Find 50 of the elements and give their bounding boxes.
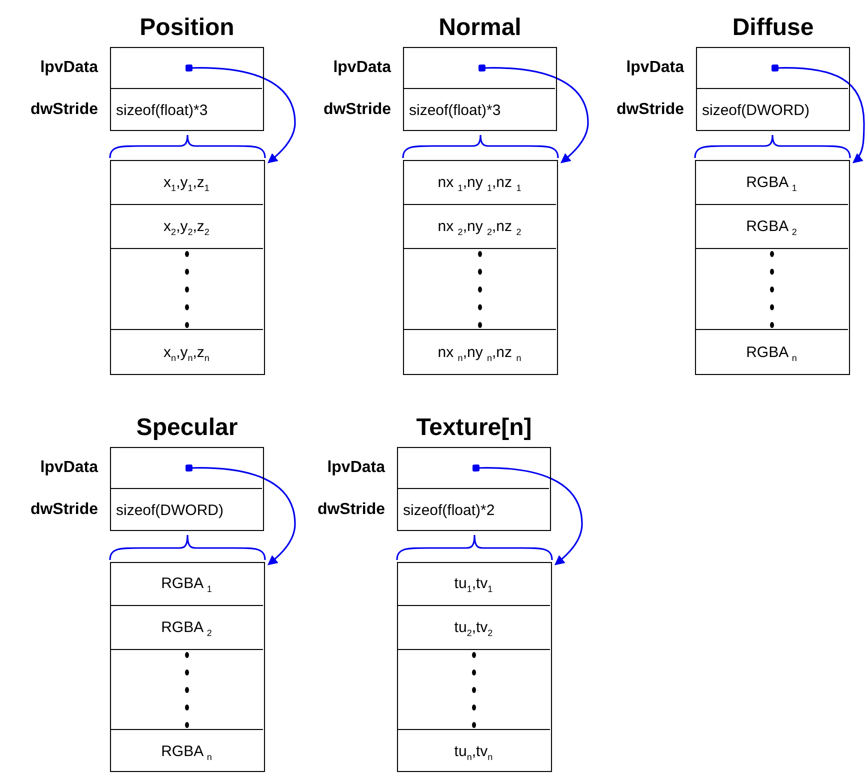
field-label: dwStride [616, 101, 684, 119]
cell-text: RGBA $_{2}$ [161, 619, 212, 636]
cell-text: x$_{n}$,y$_{n}$,z$_{n}$ [164, 344, 210, 361]
cell-text: sizeof(float)*3 [409, 102, 501, 118]
cell-text: sizeof(float)*2 [403, 502, 495, 518]
cell-text: RGBA $_{n}$ [746, 344, 797, 361]
column-heading: Normal [438, 14, 522, 42]
array-box [110, 160, 265, 375]
cell-text: tu$_{2}$,tv$_{2}$ [454, 619, 493, 636]
pointer-arrow [771, 64, 865, 164]
field-label: lpvData [327, 458, 385, 476]
cell-text: RGBA $_{n}$ [161, 742, 212, 760]
array-box [403, 160, 558, 375]
ellipsis-row [403, 249, 556, 330]
cell-text: nx $_{1}$,ny $_{1}$,nz $_{1}$ [438, 174, 522, 190]
pointer-arrow [185, 64, 296, 164]
column-heading: Specular [136, 414, 238, 442]
field-label: dwStride [30, 101, 98, 119]
ellipsis-row [695, 249, 848, 330]
cell-text: sizeof(DWORD) [702, 102, 810, 118]
cell-text: x$_{1}$,y$_{1}$,z$_{1}$ [164, 174, 210, 190]
column-heading: Texture[n] [416, 414, 532, 442]
field-label: lpvData [40, 458, 98, 476]
cell-text: nx $_{n}$,ny $_{n}$,nz $_{n}$ [438, 344, 522, 361]
ellipsis-row [110, 249, 263, 330]
cell-text: tu$_{1}$,tv$_{1}$ [454, 575, 493, 592]
field-label: dwStride [317, 501, 385, 519]
cell-text: nx $_{2}$,ny $_{2}$,nz $_{2}$ [438, 218, 522, 235]
pointer-arrow [472, 464, 583, 566]
cell-text: RGBA $_{2}$ [746, 218, 797, 235]
column-heading: Diffuse [732, 14, 814, 42]
pointer-arrow [185, 464, 296, 566]
array-box [397, 562, 552, 772]
field-label: dwStride [30, 501, 98, 519]
array-box [695, 160, 850, 375]
field-label: lpvData [333, 58, 391, 76]
field-label: lpvData [626, 58, 684, 76]
cell-text: x$_{2}$,y$_{2}$,z$_{2}$ [164, 218, 210, 235]
cell-text: sizeof(float)*3 [116, 102, 208, 118]
field-label: lpvData [40, 58, 98, 76]
cell-text: tu$_{n}$,tv$_{n}$ [454, 742, 493, 760]
array-box [110, 562, 265, 772]
ellipsis-row [110, 650, 263, 730]
pointer-arrow [478, 64, 589, 164]
cell-text: RGBA $_{1}$ [161, 575, 212, 592]
cell-text: sizeof(DWORD) [116, 502, 224, 518]
column-heading: Position [140, 14, 234, 42]
ellipsis-row [397, 650, 550, 730]
field-label: dwStride [323, 101, 391, 119]
cell-text: RGBA $_{1}$ [746, 174, 797, 190]
